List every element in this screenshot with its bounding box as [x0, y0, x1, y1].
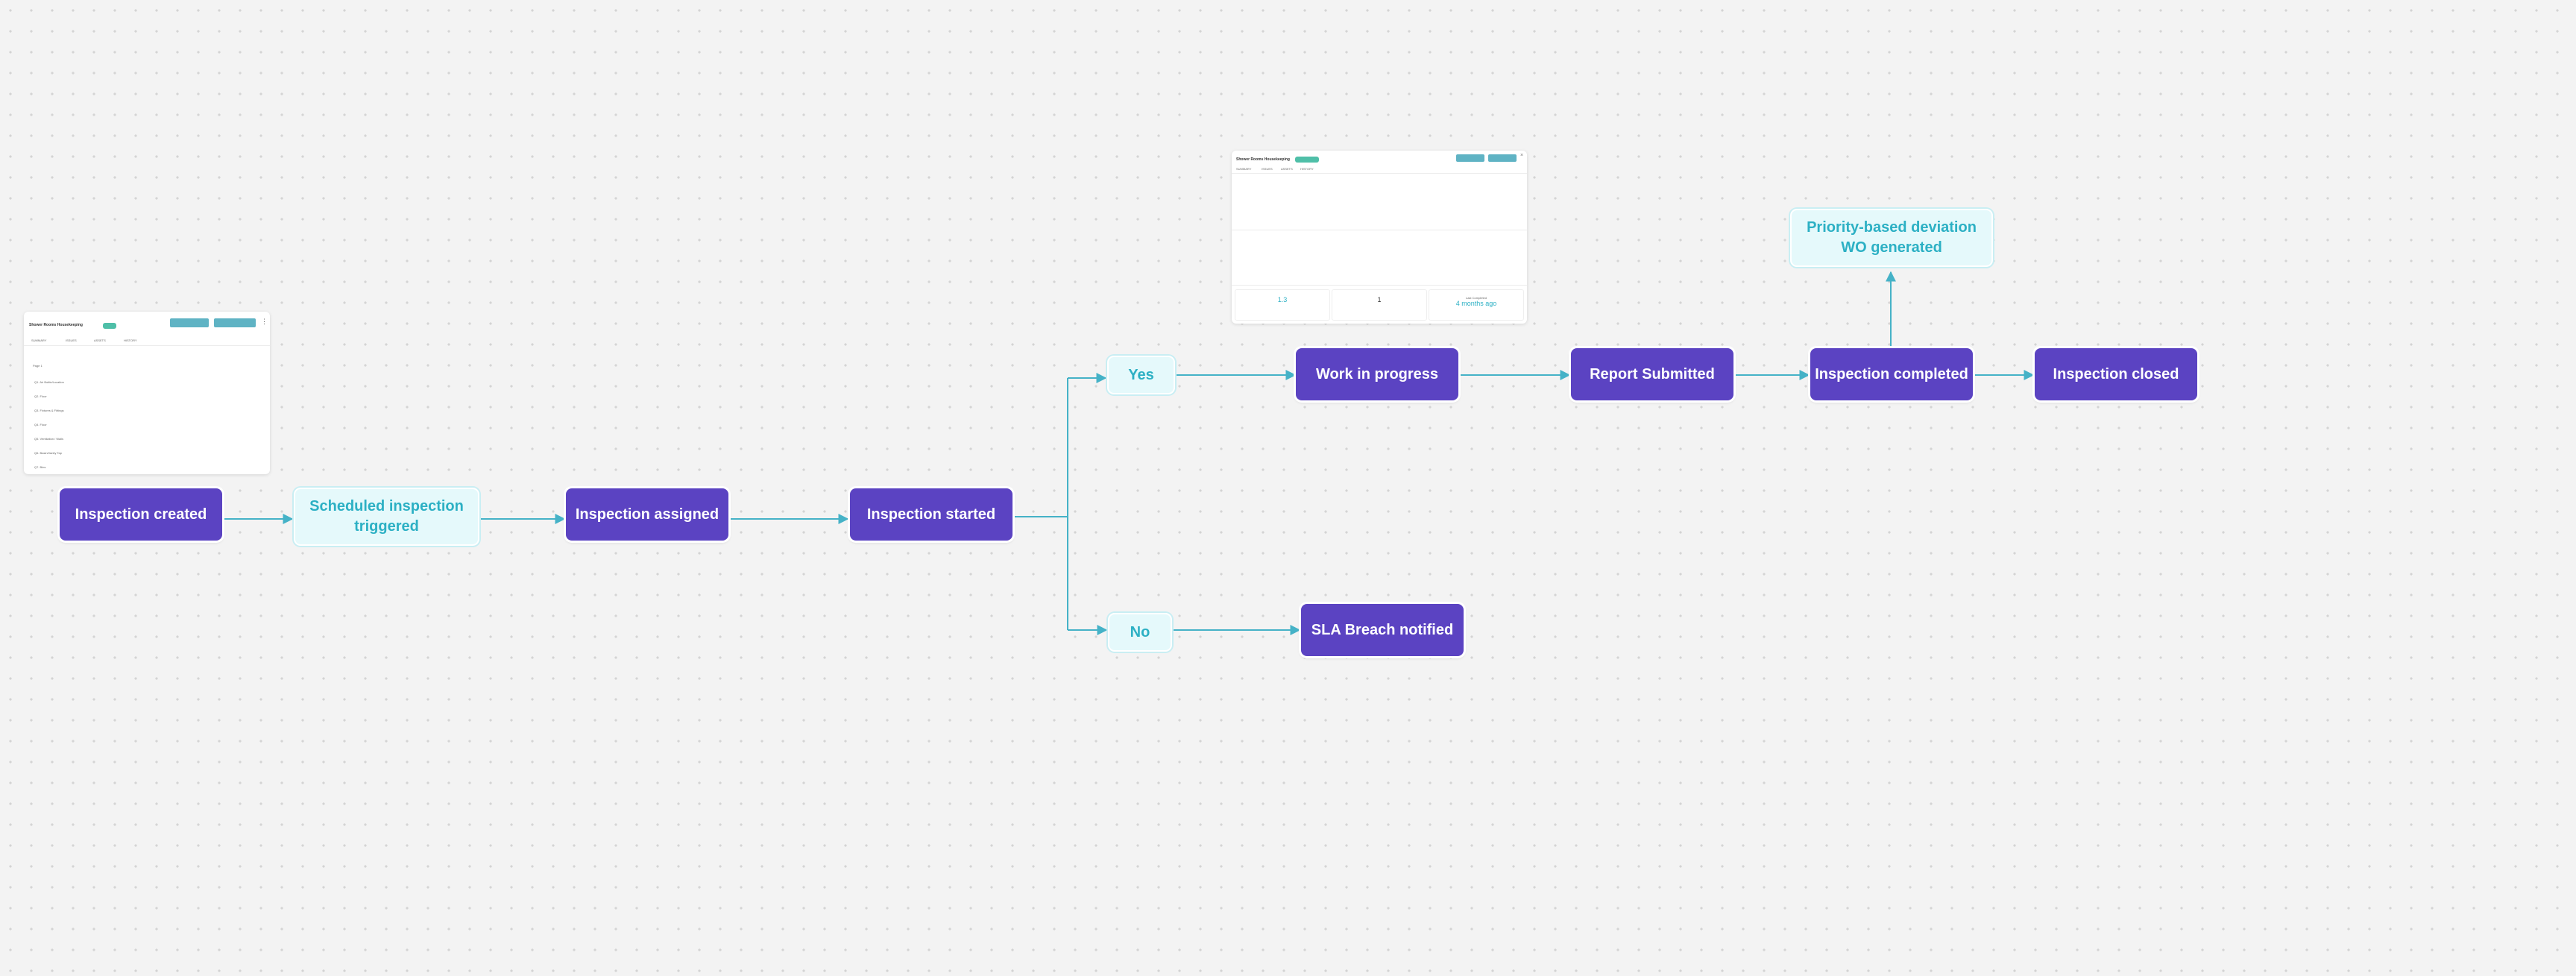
node-sla-breach-notified[interactable]: SLA Breach notified: [1301, 604, 1464, 656]
node-inspection-created[interactable]: Inspection created: [60, 488, 222, 541]
checklist-tab-assets: ASSETS: [94, 339, 106, 342]
checklist-row: Q4. Floor: [34, 423, 47, 426]
divider: [24, 345, 270, 346]
node-no-label: No: [1130, 623, 1150, 640]
node-priority-label: Priority-based deviation WO generated: [1807, 218, 1977, 258]
thumbnail-button-2: [214, 318, 256, 327]
node-yes-label: Yes: [1128, 366, 1154, 383]
node-priority-label-line2: WO generated: [1841, 239, 1942, 256]
node-inspection-completed[interactable]: Inspection completed: [1810, 348, 1973, 400]
summary-tab-summary: SUMMARY: [1236, 167, 1252, 171]
stat-value-1: 1.3: [1277, 296, 1288, 303]
node-no[interactable]: No: [1108, 613, 1172, 652]
checklist-tab-history: HISTORY: [124, 339, 137, 342]
summary-tab-issues: ISSUES: [1262, 167, 1273, 171]
stat-panel-3: Last Completed 4 months ago: [1429, 289, 1524, 321]
node-scheduled-inspection-triggered[interactable]: Scheduled inspection triggered: [294, 488, 479, 546]
thumbnail-button-1: [1456, 154, 1484, 162]
divider: [1232, 173, 1527, 174]
node-scheduled-label: Scheduled inspection triggered: [309, 497, 464, 537]
checklist-title: Shower Rooms Housekeeping: [29, 323, 83, 327]
node-work-in-progress[interactable]: Work in progress: [1296, 348, 1458, 400]
node-yes[interactable]: Yes: [1107, 356, 1175, 394]
checklist-row: Q7. Bins: [34, 465, 46, 469]
divider: [1232, 285, 1527, 286]
summary-tab-history: HISTORY: [1300, 167, 1314, 171]
node-inspection-started-label: Inspection started: [866, 506, 996, 523]
stat-label-3: Last Completed: [1465, 296, 1487, 300]
summary-title: Shower Rooms Housekeeping: [1236, 157, 1290, 162]
node-priority-label-line1: Priority-based deviation: [1807, 219, 1977, 236]
node-priority-deviation-wo[interactable]: Priority-based deviation WO generated: [1790, 209, 1993, 267]
node-inspection-assigned[interactable]: Inspection assigned: [566, 488, 728, 541]
thumbnail-button-2: [1488, 154, 1517, 162]
checklist-row: Q1. Air Bottle/Location: [34, 380, 64, 384]
status-badge: [103, 323, 116, 329]
stat-panel-1: 1.3: [1235, 289, 1330, 321]
stat-panel-2: 1: [1332, 289, 1427, 321]
node-work-in-progress-label: Work in progress: [1315, 365, 1439, 382]
stat-value-3: 4 months ago: [1455, 300, 1497, 307]
node-scheduled-label-line2: triggered: [354, 518, 419, 535]
node-inspection-started[interactable]: Inspection started: [850, 488, 1013, 541]
node-inspection-closed-label: Inspection closed: [2053, 365, 2179, 382]
node-scheduled-label-line1: Scheduled inspection: [309, 498, 464, 514]
summary-tab-assets: ASSETS: [1281, 167, 1293, 171]
inspection-checklist-thumbnail: Shower Rooms Housekeeping ⋮ SUMMARY ISSU…: [24, 312, 270, 474]
checklist-row: Q3. Fixtures & Fittings: [34, 409, 64, 412]
node-inspection-completed-label: Inspection completed: [1815, 365, 1968, 382]
section-label: Page 1: [33, 364, 42, 368]
checklist-tab-issues: ISSUES: [66, 339, 77, 342]
node-inspection-closed[interactable]: Inspection closed: [2035, 348, 2197, 400]
close-icon: ×: [1520, 153, 1524, 158]
status-badge: [1295, 157, 1319, 163]
node-inspection-created-label: Inspection created: [75, 506, 207, 523]
stat-value-2: 1: [1377, 296, 1382, 303]
checklist-tab-summary: SUMMARY: [31, 339, 47, 342]
inspection-summary-thumbnail: Shower Rooms Housekeeping × SUMMARY ISSU…: [1232, 151, 1527, 324]
checklist-row: Q5. Ventilation / Walls: [34, 437, 63, 441]
more-icon: ⋮: [261, 318, 268, 325]
node-report-submitted-label: Report Submitted: [1590, 365, 1715, 382]
node-sla-breach-label: SLA Breach notified: [1311, 621, 1454, 638]
node-inspection-assigned-label: Inspection assigned: [575, 506, 719, 523]
checklist-row: Q6. Basin/Vanity Tap: [34, 451, 62, 455]
node-report-submitted[interactable]: Report Submitted: [1571, 348, 1733, 400]
thumbnail-button-1: [170, 318, 209, 327]
checklist-row: Q2. Floor: [34, 394, 47, 398]
